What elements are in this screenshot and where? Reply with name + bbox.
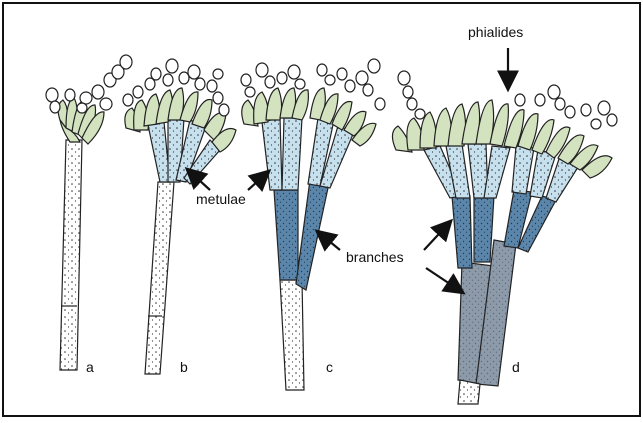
panel-b: b: [123, 59, 236, 375]
panel-c: c: [241, 59, 385, 390]
arrow-branches-d-lower: [426, 268, 462, 292]
panel-a: a: [46, 55, 132, 375]
panel-letter-a: a: [86, 359, 94, 375]
panel-letter-d: d: [512, 359, 520, 375]
panel-d: d: [392, 71, 617, 404]
label-metulae: metulae: [196, 191, 246, 207]
arrow-branches-d-upper: [424, 222, 450, 250]
arrow-metulae-c: [248, 172, 268, 190]
panel-letter-b: b: [180, 359, 188, 375]
label-branches: branches: [346, 249, 404, 265]
arrow-branches-c: [318, 232, 340, 250]
label-phialides: phialides: [468, 24, 523, 40]
panel-letter-c: c: [326, 359, 333, 375]
